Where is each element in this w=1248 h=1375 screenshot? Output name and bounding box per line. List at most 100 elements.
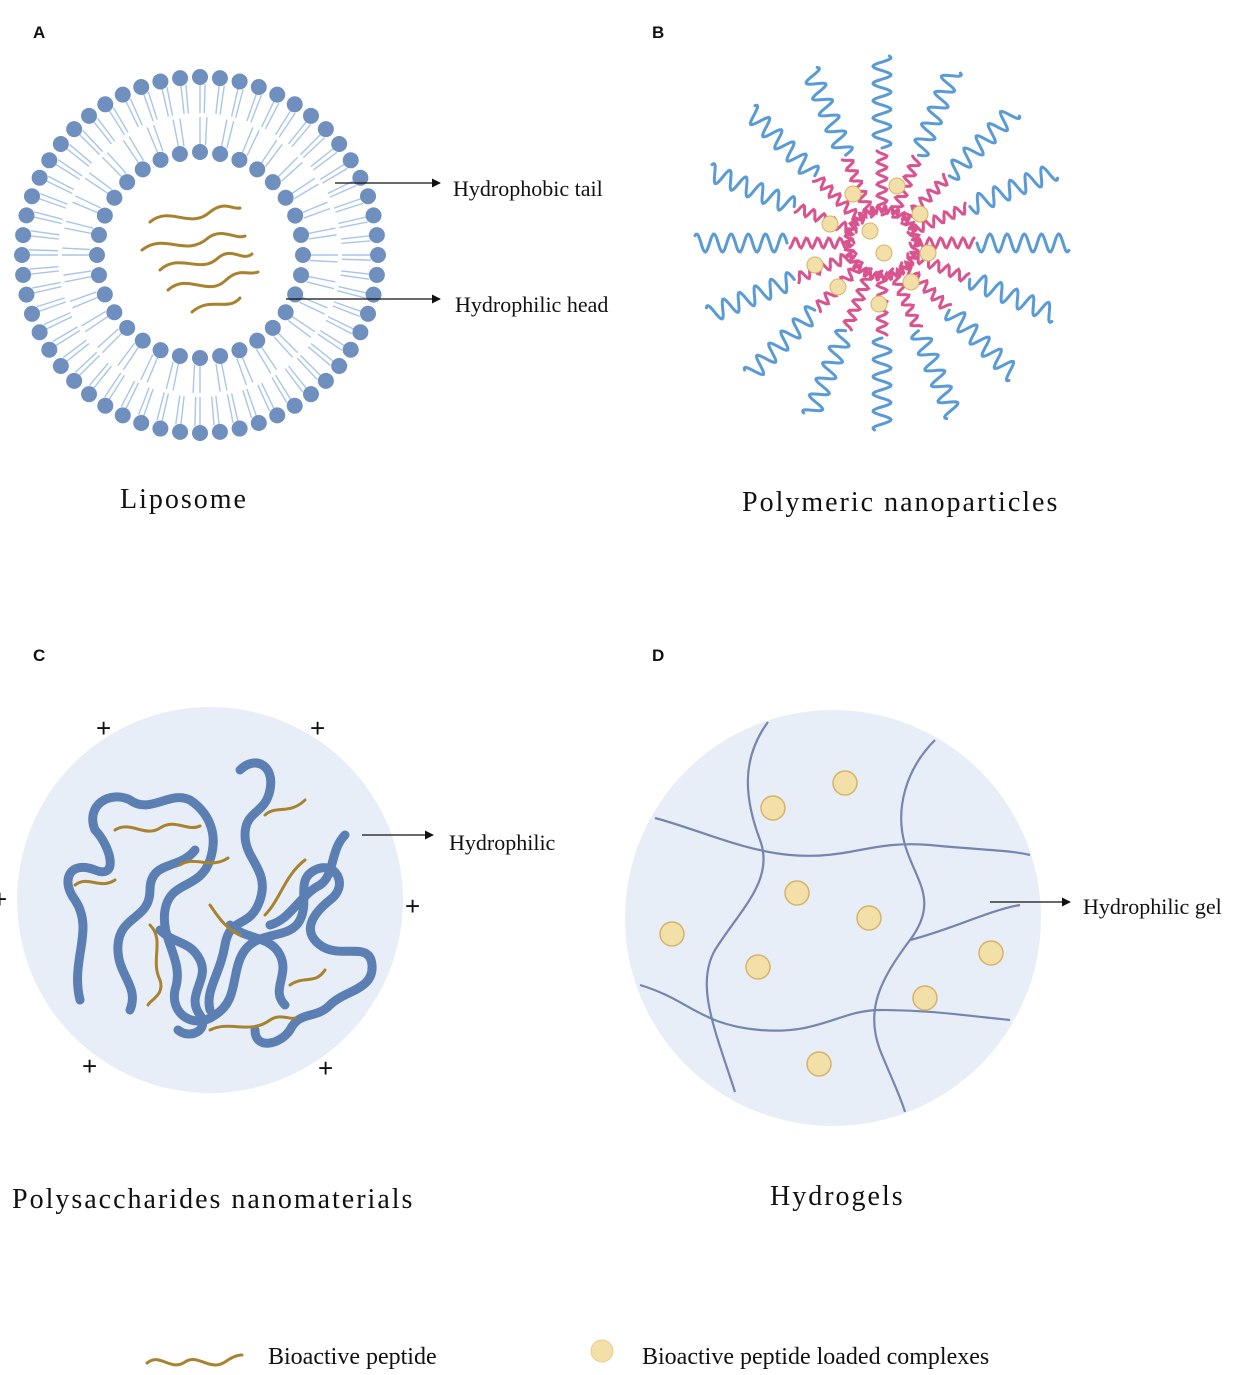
lipid-head [211, 423, 228, 440]
lipid-head [231, 151, 248, 168]
lipid-tail [340, 274, 370, 280]
lipid-head [295, 247, 311, 263]
lipid-tail [161, 393, 170, 422]
lipid-tail [125, 382, 140, 410]
lipid-tail [142, 388, 154, 417]
lipid-head [31, 169, 48, 186]
lipid-tail [64, 275, 93, 283]
lipid-head [250, 415, 267, 432]
lipid-tail [54, 163, 81, 181]
lipid-tail [322, 167, 348, 184]
lipid-tail [78, 133, 101, 156]
lipid-head [14, 247, 30, 263]
polymer-shell-chain [804, 65, 854, 157]
lipid-head [152, 151, 169, 168]
panel-c: C + + + + + + Hydrophilic [0, 646, 556, 1215]
lipid-head [317, 372, 334, 389]
lipid-tail [215, 84, 220, 114]
lipid-tail [241, 356, 254, 383]
lipid-tail [220, 119, 228, 148]
peptide-strand [113, 822, 202, 833]
lipid-tail [106, 152, 127, 174]
lipid-tail [215, 363, 221, 392]
polymer-shell-chain [710, 162, 797, 212]
loaded-complex [875, 244, 893, 262]
lipid-tail [241, 127, 254, 154]
lipid-head [52, 136, 69, 153]
lipid-head [66, 372, 83, 389]
lipid-tail [307, 275, 336, 283]
polymer-core-chain [906, 201, 967, 238]
lipid-head [368, 227, 385, 244]
lipid-tail [338, 216, 367, 225]
panel-b: B Polymeric nanoparticles [652, 23, 1071, 518]
lipid-tail [260, 346, 278, 371]
lipid-head [152, 420, 169, 437]
lipid-head [172, 423, 189, 440]
panel-d-letter: D [652, 646, 664, 665]
lipid-head [192, 350, 208, 366]
peptide-strand [208, 1015, 297, 1032]
lipid-tail [78, 354, 101, 377]
peptide-strand [208, 903, 242, 937]
polysaccharide-chain [63, 792, 220, 1026]
lipid-head [370, 247, 386, 263]
polysaccharide-chain [155, 925, 207, 1039]
lipid-head [133, 415, 150, 432]
polymer-core-chain [842, 267, 875, 332]
loaded-complex [745, 954, 771, 980]
lipid-head [212, 145, 229, 162]
lipid-head [106, 304, 123, 321]
lipid-head [317, 121, 334, 138]
lipid-tail [72, 201, 99, 214]
lipid-head [114, 86, 131, 103]
lipid-tail [64, 227, 93, 235]
loaded-complex [784, 880, 810, 906]
lipid-head [192, 425, 208, 441]
lipid-head [277, 304, 294, 321]
lipid-tail [250, 95, 262, 123]
polysaccharide-peptides [73, 798, 327, 1032]
polymeric-nanoparticle-diagram [693, 54, 1071, 432]
lipid-tail [337, 290, 366, 299]
lipid-tail [69, 143, 93, 164]
lipid-head [231, 342, 248, 359]
lipid-tail [260, 100, 275, 128]
polysaccharide-chain [204, 758, 276, 1015]
lipid-head [277, 189, 294, 206]
loaded-complex [912, 985, 938, 1011]
lipid-tail [341, 235, 371, 240]
liposome-diagram [14, 69, 386, 441]
lipid-tail [172, 119, 180, 148]
lipid-tail [175, 395, 181, 425]
lipid-head [23, 305, 40, 322]
polymer-core-chain [797, 248, 858, 285]
lipid-head [360, 188, 377, 205]
panel-d: D Hydrophilic gel Hydrogels [625, 646, 1222, 1212]
lipid-head [97, 397, 114, 414]
loaded-complex [870, 295, 888, 313]
lipid-tail [72, 296, 99, 309]
lipid-tail [215, 396, 220, 426]
lipid-tail [63, 270, 92, 276]
lipid-tail [313, 151, 338, 171]
positive-charge-icon: + [96, 713, 111, 743]
lipid-tail [226, 394, 234, 423]
lipid-tail [246, 388, 258, 417]
lipid-tail [246, 93, 258, 122]
lipid-tail [125, 100, 140, 128]
peptide-strand [148, 204, 242, 224]
lipid-tail [84, 315, 109, 333]
lipid-tail [65, 220, 94, 229]
lipid-tail [52, 326, 78, 343]
lipid-head [286, 397, 303, 414]
lipid-head [293, 267, 310, 284]
loaded-complex [760, 795, 786, 821]
lipid-head [368, 266, 385, 283]
panel-a: A Hydrophobic tail Hydrophilic head Lipo… [14, 23, 608, 515]
lipid-tail [325, 319, 353, 335]
polymer-core-chain [906, 250, 971, 283]
lipid-head [231, 73, 248, 90]
lipid-tail [43, 312, 71, 326]
lipid-tail [339, 221, 368, 229]
